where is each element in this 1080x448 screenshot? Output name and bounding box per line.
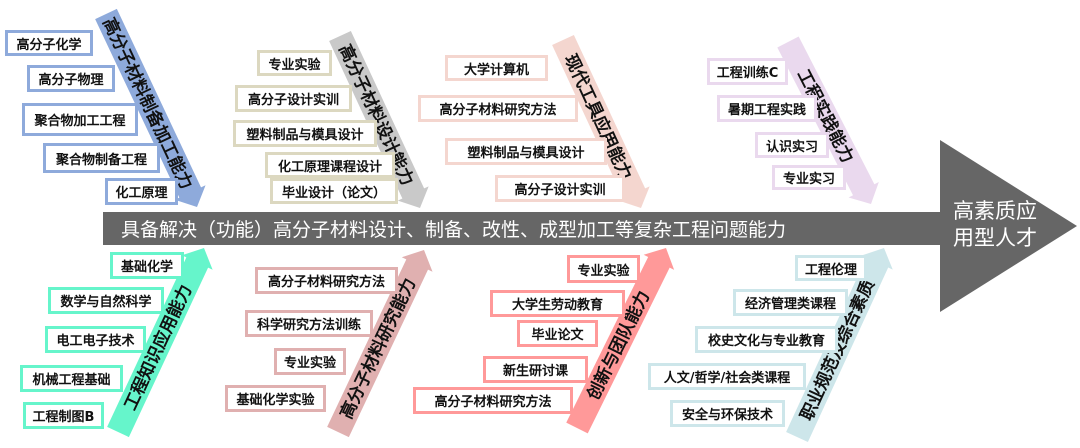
bone-arrow bbox=[786, 248, 893, 443]
course-box: 高分子设计实训 bbox=[495, 175, 625, 202]
bone-arrow bbox=[327, 250, 433, 438]
bone-arrow bbox=[329, 30, 429, 208]
course-box: 专业实验 bbox=[257, 50, 332, 76]
course-box: 聚合物制备工程 bbox=[43, 143, 160, 173]
course-box: 化工原理 bbox=[105, 178, 178, 205]
course-box: 人文/哲学/社会类课程 bbox=[648, 363, 806, 390]
bone-arrow bbox=[566, 248, 675, 434]
goal-line-2: 用型人才 bbox=[953, 226, 1037, 250]
course-box: 塑料制品与模具设计 bbox=[445, 138, 607, 165]
goal-line-1: 高素质应 bbox=[953, 199, 1037, 223]
spine-label: 具备解决（功能）高分子材料设计、制备、改性、成型加工等复杂工程问题能力 bbox=[121, 219, 787, 241]
course-box: 机械工程基础 bbox=[20, 365, 123, 392]
course-box: 专业实习 bbox=[772, 165, 846, 190]
course-box: 科学研究方法训练 bbox=[245, 310, 373, 337]
bone-arrow bbox=[777, 36, 879, 205]
goal-label: 高素质应 用型人才 bbox=[940, 198, 1050, 252]
course-box: 暑期工程实践 bbox=[717, 95, 817, 122]
goal-arrowhead bbox=[940, 140, 1077, 312]
course-box: 电工电子技术 bbox=[45, 326, 146, 353]
course-box: 安全与环保技术 bbox=[670, 400, 785, 427]
course-box: 聚合物加工工程 bbox=[22, 103, 138, 136]
course-box: 工程训练C bbox=[707, 58, 788, 85]
course-box: 高分子材料研究方法 bbox=[418, 95, 578, 122]
course-box: 数学与自然科学 bbox=[48, 287, 164, 314]
course-box: 高分子化学 bbox=[5, 30, 93, 56]
course-box: 认识实习 bbox=[755, 132, 829, 158]
bone-arrow bbox=[107, 248, 213, 438]
bone-label: 高分子材料研究能力 bbox=[336, 275, 420, 422]
course-box: 高分子材料研究方法 bbox=[255, 267, 398, 294]
bone-arrow bbox=[95, 8, 206, 208]
course-box: 化工原理课程设计 bbox=[265, 152, 395, 178]
bone-arrow bbox=[552, 34, 650, 209]
course-box: 基础化学实验 bbox=[225, 385, 326, 412]
spine: 具备解决（功能）高分子材料设计、制备、改性、成型加工等复杂工程问题能力 bbox=[103, 212, 943, 245]
course-box: 校史文化与专业教育 bbox=[695, 326, 838, 353]
course-box: 经济管理类课程 bbox=[733, 289, 848, 316]
course-box: 高分子设计实训 bbox=[235, 85, 352, 112]
course-box: 高分子物理 bbox=[27, 65, 115, 92]
course-box: 基础化学 bbox=[110, 252, 184, 279]
course-box: 塑料制品与模具设计 bbox=[233, 120, 377, 147]
course-box: 专业实验 bbox=[274, 348, 346, 375]
course-box: 高分子材料研究方法 bbox=[413, 387, 573, 414]
course-box: 毕业论文 bbox=[517, 320, 598, 347]
course-box: 大学生劳动教育 bbox=[490, 290, 625, 317]
course-box: 新生研讨课 bbox=[483, 356, 588, 383]
course-box: 工程伦理 bbox=[795, 255, 867, 281]
course-box: 工程制图B bbox=[23, 402, 104, 429]
course-box: 毕业设计（论文） bbox=[270, 178, 398, 204]
course-box: 专业实验 bbox=[567, 255, 640, 283]
course-box: 大学计算机 bbox=[445, 55, 548, 81]
